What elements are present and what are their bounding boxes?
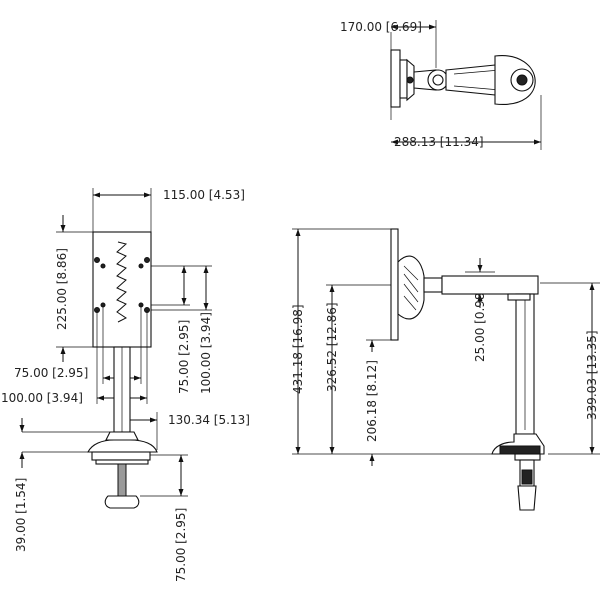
dim-vesa-100-vertical: 100.00 [3.94] bbox=[199, 312, 213, 394]
arm-side bbox=[441, 275, 539, 295]
dim-vesa-100-horizontal: 100.00 [3.94] bbox=[1, 391, 83, 405]
clamp-front bbox=[87, 439, 158, 453]
dim-plate-width: 115.00 [4.53] bbox=[163, 188, 245, 202]
top-view: 170.00 [6.69] 288.13 [11.34] bbox=[340, 20, 542, 150]
monitor-plate-top bbox=[390, 49, 401, 108]
dim-vesa-75-horizontal: 75.00 [2.95] bbox=[14, 366, 88, 380]
clamp-knob-side bbox=[517, 485, 537, 511]
monitor-plate-side bbox=[390, 228, 399, 341]
dim-side-bottom-height: 206.18 [8.12] bbox=[365, 360, 379, 442]
dim-plate-height: 225.00 [8.86] bbox=[55, 248, 69, 330]
front-view: 115.00 [4.53] 225.00 [8.86] 75.00 [2.95]… bbox=[1, 188, 250, 582]
vesa-plate-front bbox=[92, 231, 152, 348]
clamp-knob-front bbox=[104, 495, 140, 509]
dim-clamp-width: 130.34 [5.13] bbox=[168, 413, 250, 427]
dim-clamp-thickness: 39.00 [1.54] bbox=[14, 478, 28, 552]
tilt-head-side bbox=[397, 255, 425, 320]
dim-side-total-height: 431.18 [16.98] bbox=[291, 304, 305, 394]
dim-top-width: 288.13 [11.34] bbox=[394, 135, 484, 149]
dim-side-center-height: 326.52 [12.86] bbox=[325, 302, 339, 392]
dim-arm-thickness: 25.00 [0.98] bbox=[473, 288, 487, 362]
dim-top-depth: 170.00 [6.69] bbox=[340, 20, 422, 34]
dim-clamp-screw: 75.00 [2.95] bbox=[174, 508, 188, 582]
dim-post-height: 339.03 [13.35] bbox=[585, 330, 599, 420]
dim-vesa-75-vertical: 75.00 [2.95] bbox=[177, 320, 191, 394]
side-view: 431.18 [16.98] 326.52 [12.86] 206.18 [8.… bbox=[291, 228, 600, 511]
